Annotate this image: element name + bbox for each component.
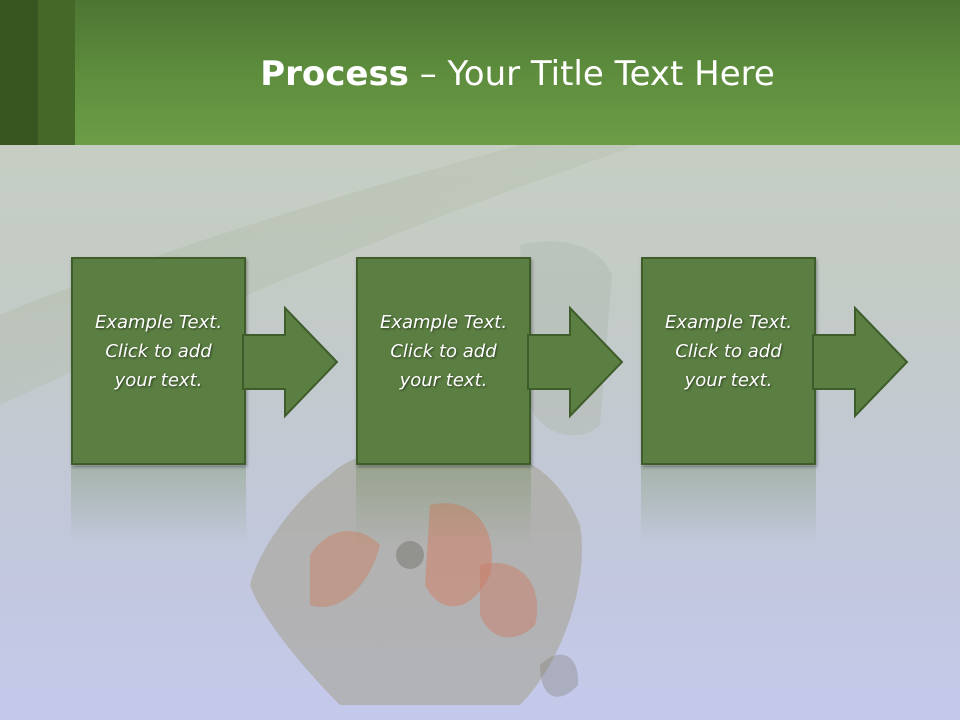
slide-title[interactable]: Process – Your Title Text Here <box>75 52 960 96</box>
step-text: Example Text. Click to add your text. <box>664 311 793 391</box>
right-arrow-icon <box>812 305 909 419</box>
header-accent-mid <box>38 0 75 145</box>
step-reflection <box>641 466 816 546</box>
process-step-3[interactable]: Example Text. Click to add your text. <box>641 257 816 465</box>
right-arrow-icon <box>242 305 339 419</box>
step-reflection <box>356 466 531 546</box>
right-arrow-icon <box>527 305 624 419</box>
title-bar: Process – Your Title Text Here <box>0 0 960 145</box>
step-reflection <box>71 466 246 546</box>
slide-title-bold: Process <box>260 54 409 94</box>
header-accent-dark <box>0 0 38 145</box>
process-step-2[interactable]: Example Text. Click to add your text. <box>356 257 531 465</box>
step-text: Example Text. Click to add your text. <box>379 311 508 391</box>
process-step-1[interactable]: Example Text. Click to add your text. <box>71 257 246 465</box>
step-text: Example Text. Click to add your text. <box>94 311 223 391</box>
slide-title-rest: – Your Title Text Here <box>408 54 775 94</box>
